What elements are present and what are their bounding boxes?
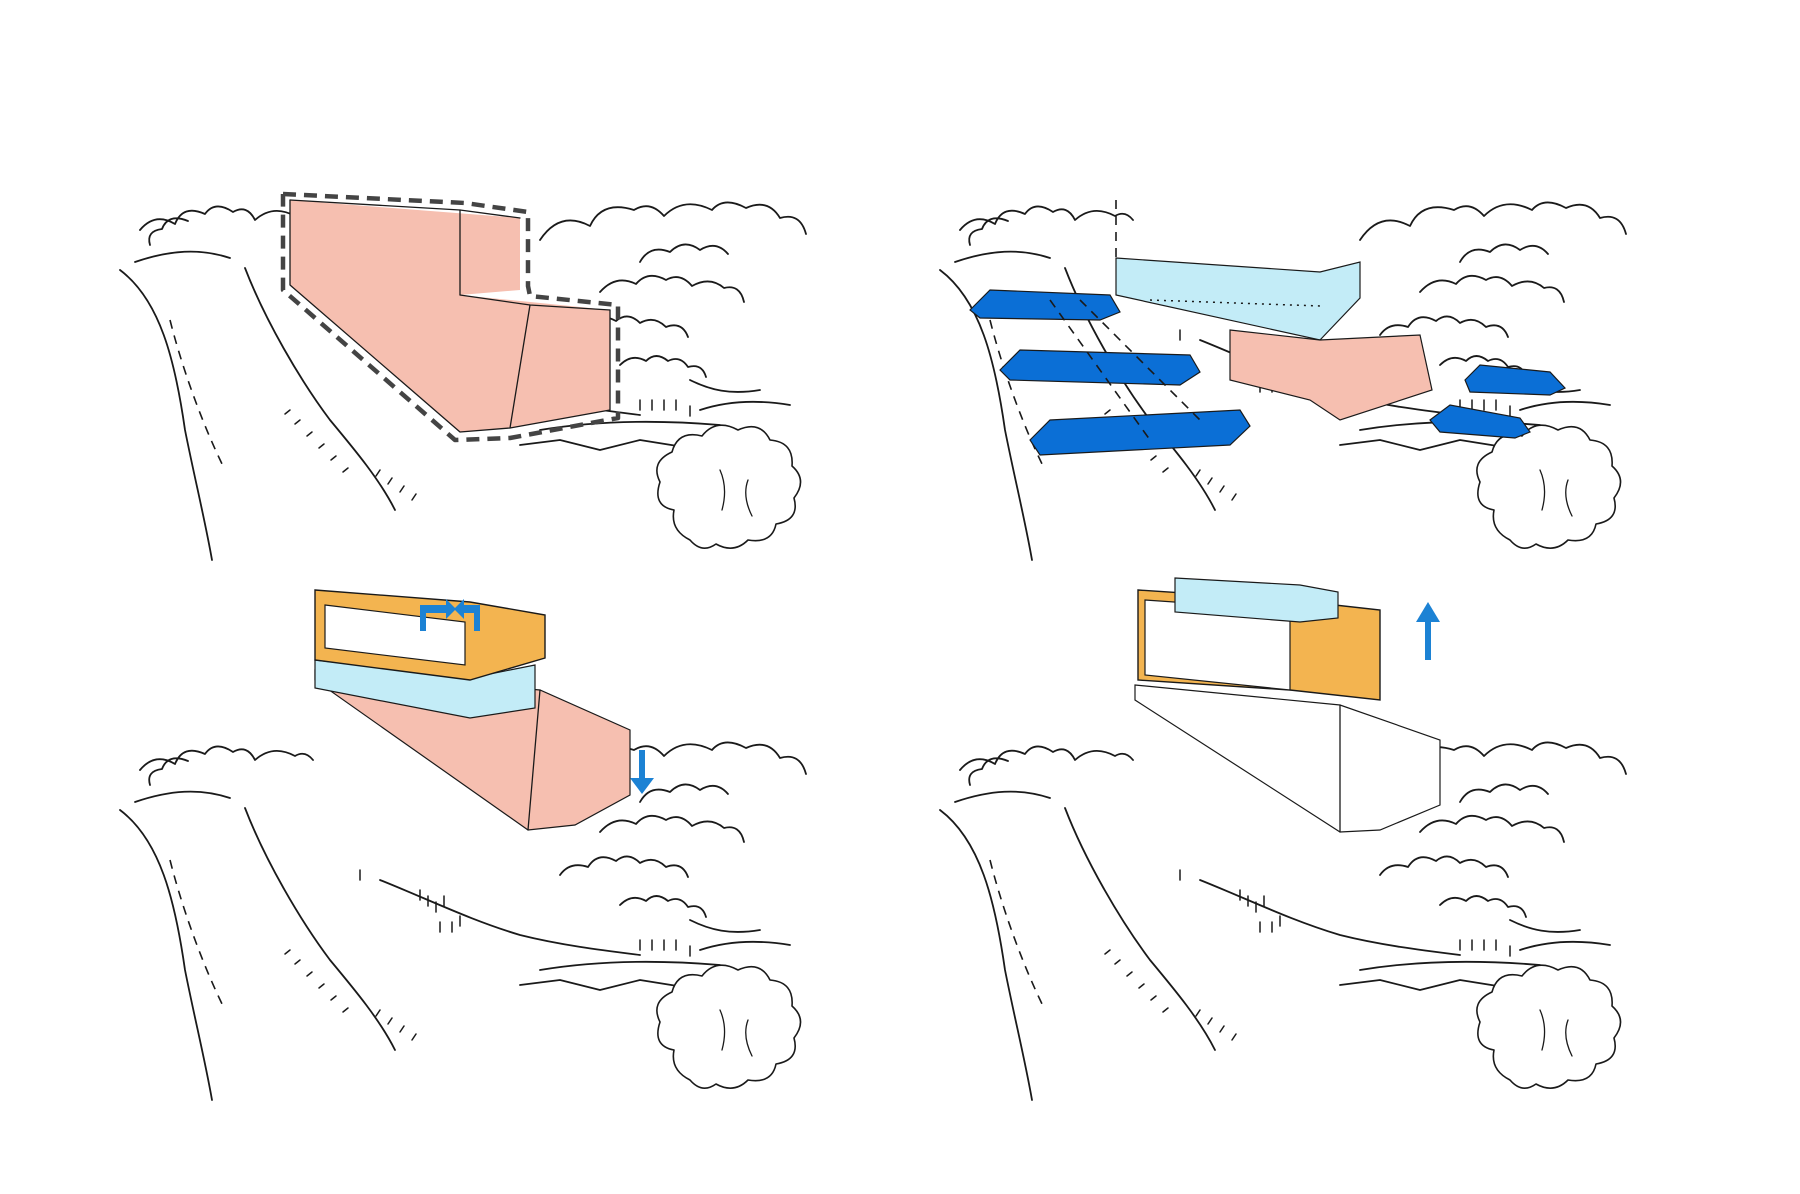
parking-deck-group xyxy=(969,289,1567,456)
parking-deck xyxy=(1429,404,1531,439)
base-podium-volume xyxy=(314,669,631,831)
rotated-crown-panel xyxy=(119,589,807,1101)
down-arrow-icon xyxy=(630,750,654,794)
base-podium-volume xyxy=(1229,329,1433,421)
parking-deck xyxy=(1029,409,1251,456)
up-arrow-icon xyxy=(1416,602,1440,660)
parking-decks-panel xyxy=(939,200,1627,561)
base-podium-volume xyxy=(1134,684,1441,833)
retained-floor-volume xyxy=(1115,257,1361,341)
existing-volume-panel xyxy=(119,191,807,561)
parking-deck xyxy=(969,289,1121,321)
existing-building-volume xyxy=(289,199,611,433)
raised-crown-panel xyxy=(939,577,1627,1101)
crown-volume xyxy=(314,589,546,681)
parking-deck xyxy=(1464,364,1567,396)
rotate-arrows-icon xyxy=(420,599,480,631)
new-floor-volume xyxy=(1174,577,1339,623)
parking-deck xyxy=(999,349,1201,386)
